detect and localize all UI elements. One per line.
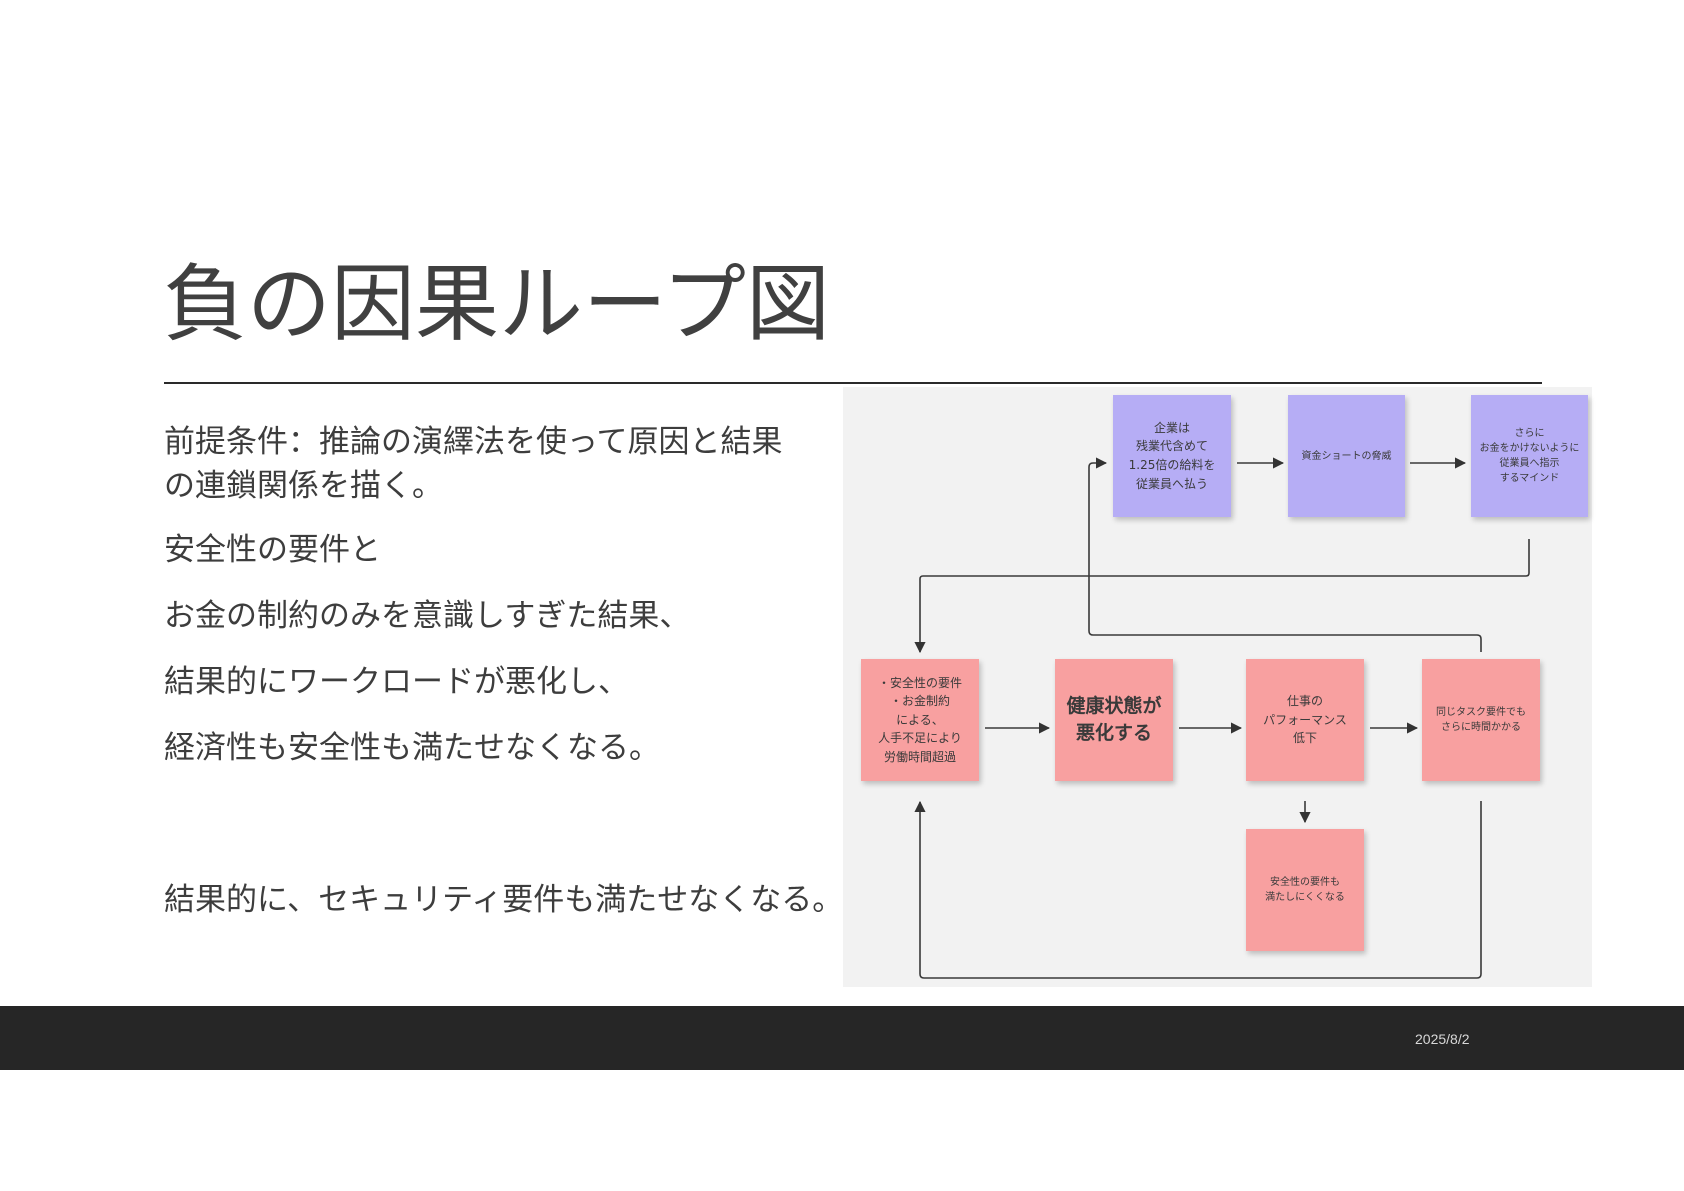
body-line-1: 安全性の要件と — [164, 532, 381, 569]
arrow-sametask-to-constraints — [914, 800, 1482, 979]
note-more-savings: さらに お金をかけないように 従業員へ指示 するマインド — [1471, 395, 1588, 517]
body-line-2: お金の制約のみを意識しすぎた結果、 — [164, 598, 691, 635]
arrow-sametask-to-pay — [1088, 457, 1482, 652]
note-fund-shortage: 資金ショートの脅威 — [1288, 395, 1405, 517]
body-line-3: 結果的にワークロードが悪化し、 — [164, 664, 629, 701]
premise-text: 前提条件：推論の演繹法を使って原因と結果の連鎖関係を描く。 — [164, 424, 783, 505]
note-company-pay: 企業は 残業代含めて 1.25倍の給料を 従業員へ払う — [1113, 395, 1231, 517]
note-health: 健康状態が 悪化する — [1055, 659, 1173, 781]
slide-date: 2025/8/2 — [1415, 1031, 1470, 1047]
causal-loop-diagram: 企業は 残業代含めて 1.25倍の給料を 従業員へ払う 資金ショートの脅威 さら… — [843, 387, 1592, 987]
note-safety-fail: 安全性の要件も 満たしにくくなる — [1246, 829, 1364, 951]
body-line-4: 経済性も安全性も満たせなくなる。 — [164, 730, 660, 767]
body-text: 前提条件：推論の演繹法を使って原因と結果の連鎖関係を描く。 安全性の要件と お金… — [164, 420, 843, 918]
footer-bar — [0, 1006, 1684, 1070]
title-divider — [164, 382, 1542, 384]
conclusion-text: 結果的に、セキュリティ要件も満たせなくなる。 — [164, 882, 844, 918]
note-same-task: 同じタスク要件でも さらに時間かかる — [1422, 659, 1540, 781]
slide-title: 負の因果ループ図 — [163, 255, 830, 353]
arrow-mindset-to-constraints — [914, 539, 1530, 654]
note-constraints: ・安全性の要件 ・お金制約 による、 人手不足により 労働時間超過 — [861, 659, 979, 781]
diagram-connectors — [914, 457, 1530, 979]
note-performance: 仕事の パフォーマンス 低下 — [1246, 659, 1364, 781]
